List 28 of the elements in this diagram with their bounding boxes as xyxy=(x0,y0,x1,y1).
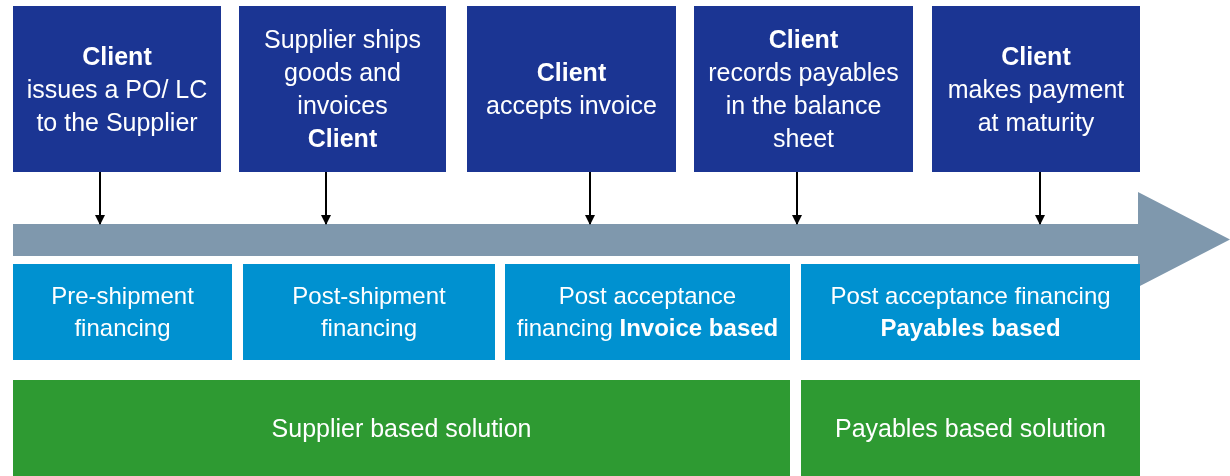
solution-bar xyxy=(801,380,1140,476)
financing-box xyxy=(505,264,790,360)
financing-box xyxy=(13,264,232,360)
box-text: Client issues a PO/ LC to the Supplier xyxy=(25,40,209,138)
box-text: Post acceptance financing Payables based xyxy=(829,281,1112,343)
box-text: Post acceptance financing Invoice based xyxy=(515,281,780,343)
box-text: Supplier ships goods and invoices Client xyxy=(263,24,422,154)
solution-bar xyxy=(13,380,790,476)
arrow xyxy=(1035,171,1045,225)
financing-box xyxy=(243,264,495,360)
step-box xyxy=(13,6,221,172)
step-box xyxy=(694,6,913,172)
box-text: Payables based solution xyxy=(835,412,1106,444)
timeline-arrow xyxy=(13,192,1230,287)
box-text: Pre-shipment financing xyxy=(50,281,195,343)
step-box xyxy=(239,6,446,172)
step-box xyxy=(932,6,1140,172)
box-text: Post-shipment financing xyxy=(291,281,447,343)
financing-box xyxy=(801,264,1140,360)
step-box xyxy=(467,6,676,172)
arrow xyxy=(321,171,331,225)
box-text: Client records payables in the balance sheet xyxy=(707,24,900,154)
box-text: Supplier based solution xyxy=(271,412,532,444)
box-text: Client accepts invoice xyxy=(486,57,657,121)
arrow xyxy=(585,171,595,225)
box-text: Client makes payment at maturity xyxy=(946,40,1126,138)
arrow xyxy=(792,171,802,225)
arrow xyxy=(95,171,105,225)
